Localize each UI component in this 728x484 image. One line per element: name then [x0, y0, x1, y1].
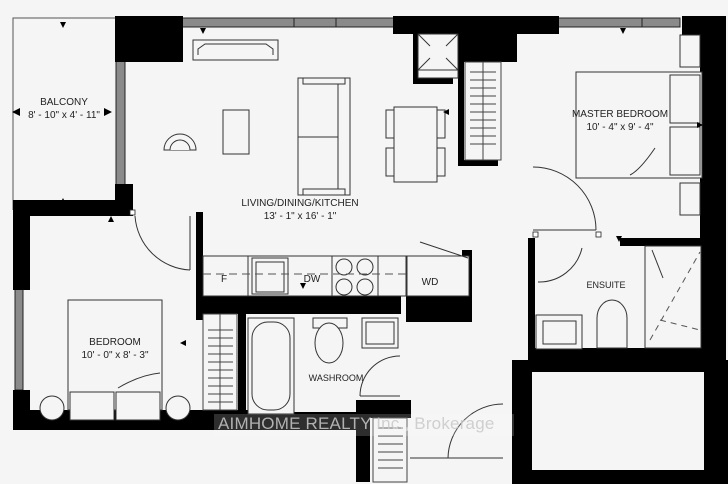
room-dimensions: 10' - 4" x 9' - 4": [586, 122, 654, 133]
bedroom-bed: [39, 299, 191, 421]
room-name: LIVING/DINING/KITCHEN: [241, 198, 359, 209]
ensuite-fixtures: [535, 245, 702, 350]
shower-drain-lines: [649, 251, 701, 341]
doors: [134, 166, 597, 459]
room-label-washroom: WASHROOM: [308, 373, 364, 383]
closets: [202, 61, 502, 483]
watermark: AIMHOME REALTY Inc., Brokerage: [218, 414, 495, 433]
master-bed: [575, 34, 703, 216]
room-dimensions: 13' - 1" x 16' - 1": [263, 211, 337, 222]
dishwasher-label: DW: [303, 274, 321, 285]
wall-caps: [129, 209, 602, 238]
room-name: BALCONY: [40, 97, 88, 108]
room-label-living: LIVING/DINING/KITCHEN 13' - 1" x 16' - 1…: [220, 197, 380, 223]
room-name: MASTER BEDROOM: [571, 109, 669, 120]
washer-dryer-label: WD: [421, 277, 439, 288]
watermark-band: [214, 414, 514, 436]
room-dimensions: 8' - 10" x 4' - 11": [28, 110, 100, 121]
kitchen-counter: [202, 241, 470, 297]
room-label-master-bedroom: MASTER BEDROOM 10' - 4" x 9' - 4": [560, 108, 680, 134]
room-label-ensuite: ENSUITE: [586, 280, 626, 290]
mechanical-closet: [417, 33, 459, 79]
living-furniture: [163, 39, 446, 196]
room-name: BEDROOM: [89, 337, 141, 348]
view-arrows: [12, 22, 703, 346]
room-label-balcony: BALCONY 8' - 10" x 4' - 11": [14, 96, 114, 122]
room-dimensions: 10' - 0" x 8' - 3": [81, 350, 149, 361]
washroom-fixtures: [247, 317, 399, 415]
room-label-bedroom: BEDROOM 10' - 0" x 8' - 3": [60, 336, 170, 362]
fridge-label: F: [220, 274, 228, 285]
balcony-outline: [12, 17, 118, 210]
